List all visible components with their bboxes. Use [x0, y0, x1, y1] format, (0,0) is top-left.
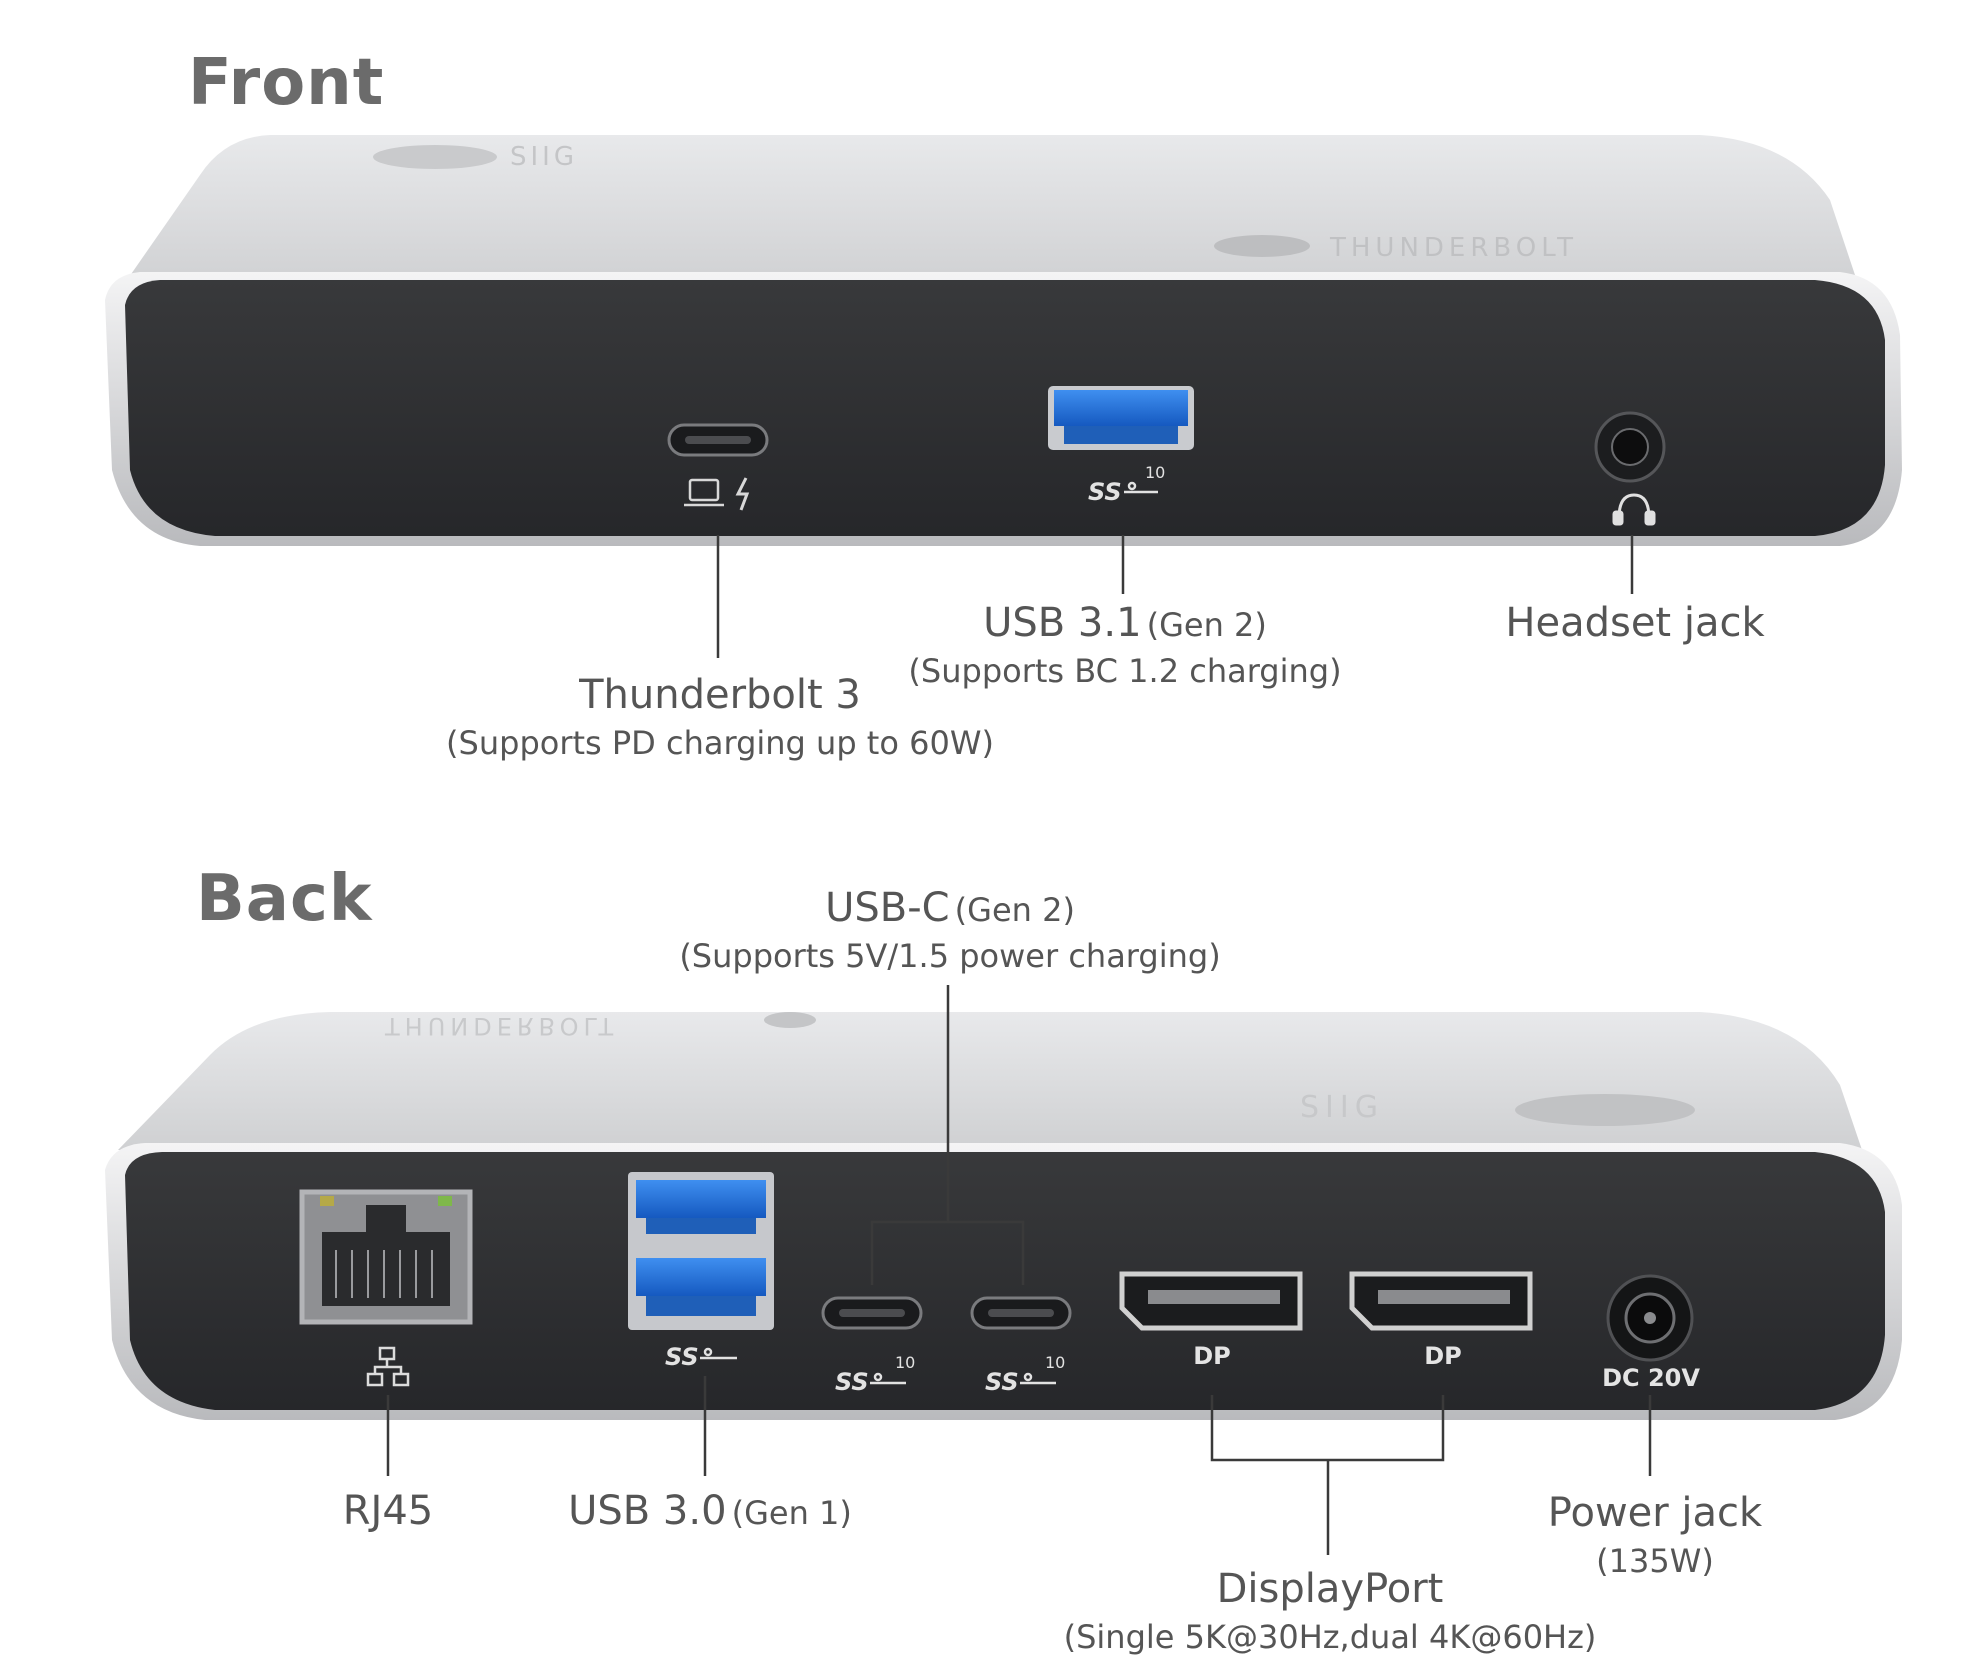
- callout-headset-name: Headset jack: [1505, 600, 1765, 646]
- ss10-superscript-usbc-2: 10: [1045, 1353, 1065, 1372]
- callout-usbc: USB-C (Gen 2) (Supports 5V/1.5 power cha…: [660, 885, 1240, 975]
- callout-usb30: USB 3.0 (Gen 1): [545, 1488, 875, 1534]
- dc-mark: DC 20V: [1602, 1364, 1700, 1392]
- callout-thunderbolt-name: Thunderbolt 3: [579, 672, 861, 718]
- callout-power-note: (135W): [1596, 1542, 1714, 1580]
- headphones-icon: [1612, 493, 1656, 526]
- leader-displayport: [1210, 1395, 1445, 1555]
- callout-thunderbolt-note: (Supports PD charging up to 60W): [446, 724, 994, 762]
- ss10-superscript-usbc-1: 10: [895, 1353, 915, 1372]
- callout-rj45: RJ45: [288, 1488, 488, 1534]
- callout-usb30-name: USB 3.0: [568, 1488, 727, 1534]
- front-panel: [125, 280, 1885, 536]
- back-chassis-top: [118, 1012, 1862, 1150]
- callout-usb31-detail: (Gen 2): [1146, 606, 1267, 644]
- callout-usb31-note: (Supports BC 1.2 charging): [908, 652, 1342, 690]
- front-thunderbolt-logo-text: THUNDERBOLT: [1329, 233, 1578, 263]
- network-icon: [366, 1346, 410, 1387]
- ss10-icon-usbc-2: SS: [985, 1368, 1056, 1396]
- callout-usbc-note: (Supports 5V/1.5 power charging): [679, 937, 1221, 975]
- front-brand-logo-text: SIIG: [510, 142, 578, 172]
- callout-power-name: Power jack: [1547, 1490, 1763, 1536]
- callout-displayport-name: DisplayPort: [1216, 1566, 1444, 1612]
- callout-headset: Headset jack: [1450, 600, 1820, 646]
- front-heading: Front: [188, 46, 385, 120]
- callout-thunderbolt: Thunderbolt 3 (Supports PD charging up t…: [440, 672, 1000, 762]
- callout-rj45-name: RJ45: [342, 1488, 434, 1534]
- back-brand-logo-mark: [1515, 1094, 1695, 1126]
- usb30-port-top: [636, 1180, 766, 1218]
- svg-text:SS: SS: [1088, 478, 1122, 506]
- back-brand-logo-text: SIIG: [1300, 1090, 1384, 1125]
- front-thunderbolt-logo-mark: [1214, 235, 1310, 257]
- usb30-port-bottom: [636, 1258, 766, 1296]
- callout-usbc-detail: (Gen 2): [954, 891, 1075, 929]
- dp-mark-1: DP: [1193, 1342, 1231, 1370]
- back-thunderbolt-logo-text: THUNDERBOLT: [384, 1012, 618, 1040]
- front-brand-logo-mark: [373, 145, 497, 169]
- laptop-bolt-icon: [684, 477, 750, 511]
- back-panel: [125, 1152, 1885, 1410]
- ss-icon-back: SS: [665, 1343, 737, 1371]
- dp-mark-2: DP: [1424, 1342, 1462, 1370]
- callout-displayport: DisplayPort (Single 5K@30Hz,dual 4K@60Hz…: [1060, 1566, 1600, 1656]
- svg-text:SS: SS: [835, 1368, 869, 1396]
- front-chassis-top: [120, 135, 1860, 290]
- callout-usbc-name: USB-C: [825, 885, 950, 931]
- callout-usb31-name: USB 3.1: [983, 600, 1142, 646]
- ss10-icon-front: SS: [1088, 478, 1158, 506]
- callout-usb31: USB 3.1 (Gen 2) (Supports BC 1.2 chargin…: [880, 600, 1370, 690]
- callout-power: Power jack (135W): [1530, 1490, 1780, 1580]
- back-heading: Back: [196, 862, 373, 936]
- svg-text:SS: SS: [985, 1368, 1019, 1396]
- svg-text:SS: SS: [665, 1343, 699, 1371]
- ss10-superscript-front: 10: [1145, 463, 1165, 482]
- ss10-icon-usbc-1: SS: [835, 1368, 906, 1396]
- callout-displayport-note: (Single 5K@30Hz,dual 4K@60Hz): [1063, 1618, 1597, 1656]
- leader-usbc: [870, 985, 1025, 1285]
- back-thunderbolt-logo-mark: [764, 1012, 816, 1028]
- callout-usb30-detail: (Gen 1): [731, 1494, 852, 1532]
